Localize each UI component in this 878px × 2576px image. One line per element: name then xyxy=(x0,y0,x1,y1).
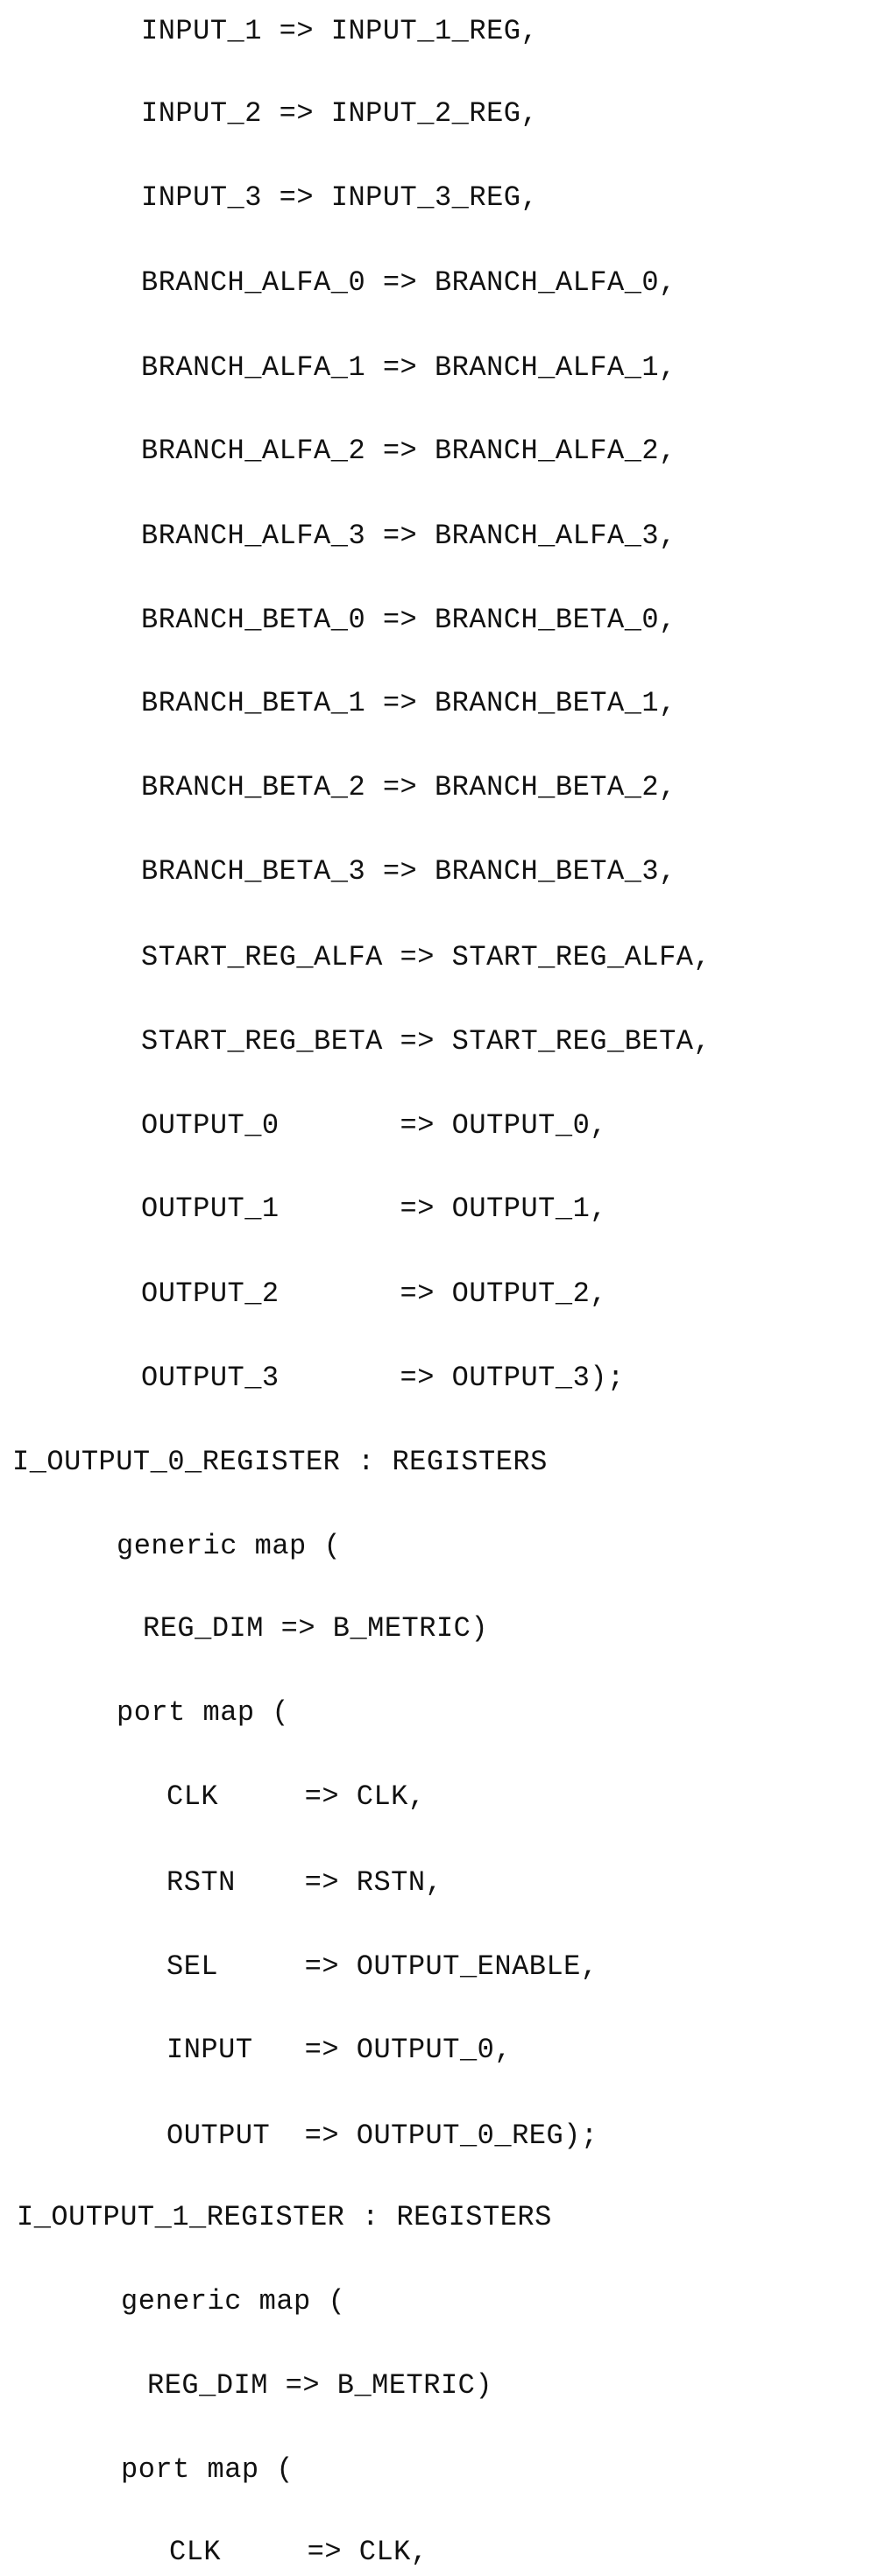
code-line: BRANCH_ALFA_3 => BRANCH_ALFA_3, xyxy=(141,519,676,554)
code-line: BRANCH_BETA_2 => BRANCH_BETA_2, xyxy=(141,770,676,805)
code-line: BRANCH_ALFA_2 => BRANCH_ALFA_2, xyxy=(141,434,676,469)
code-line: I_OUTPUT_1_REGISTER : REGISTERS xyxy=(17,2200,552,2235)
code-line: INPUT => OUTPUT_0, xyxy=(166,2033,512,2068)
code-line: INPUT_3 => INPUT_3_REG, xyxy=(141,180,538,216)
code-line: BRANCH_BETA_1 => BRANCH_BETA_1, xyxy=(141,686,676,721)
code-line: CLK => CLK, xyxy=(166,1780,426,1815)
code-line: REG_DIM => B_METRIC) xyxy=(147,2368,492,2403)
code-line: BRANCH_BETA_0 => BRANCH_BETA_0, xyxy=(141,603,676,638)
code-line: OUTPUT_0 => OUTPUT_0, xyxy=(141,1108,607,1143)
code-line: BRANCH_ALFA_0 => BRANCH_ALFA_0, xyxy=(141,265,676,301)
code-line: BRANCH_BETA_3 => BRANCH_BETA_3, xyxy=(141,854,676,889)
code-line: START_REG_ALFA => START_REG_ALFA, xyxy=(141,940,711,975)
code-line: port map ( xyxy=(117,1695,289,1730)
code-line: CLK => CLK, xyxy=(169,2535,428,2570)
code-line: I_OUTPUT_0_REGISTER : REGISTERS xyxy=(12,1445,548,1480)
code-line: SEL => OUTPUT_ENABLE, xyxy=(166,1950,598,1985)
code-line: OUTPUT_1 => OUTPUT_1, xyxy=(141,1192,607,1227)
code-line: generic map ( xyxy=(117,1529,341,1564)
code-line: BRANCH_ALFA_1 => BRANCH_ALFA_1, xyxy=(141,350,676,386)
code-line: generic map ( xyxy=(121,2284,345,2319)
code-line: INPUT_2 => INPUT_2_REG, xyxy=(141,96,538,131)
code-line: OUTPUT_3 => OUTPUT_3); xyxy=(141,1361,625,1396)
code-line: REG_DIM => B_METRIC) xyxy=(143,1611,488,1646)
code-line: port map ( xyxy=(121,2452,294,2488)
code-line: OUTPUT => OUTPUT_0_REG); xyxy=(166,2119,598,2154)
code-line: RSTN => RSTN, xyxy=(166,1865,443,1900)
code-line: INPUT_1 => INPUT_1_REG, xyxy=(141,14,538,49)
code-line: START_REG_BETA => START_REG_BETA, xyxy=(141,1024,711,1059)
code-line: OUTPUT_2 => OUTPUT_2, xyxy=(141,1277,607,1312)
